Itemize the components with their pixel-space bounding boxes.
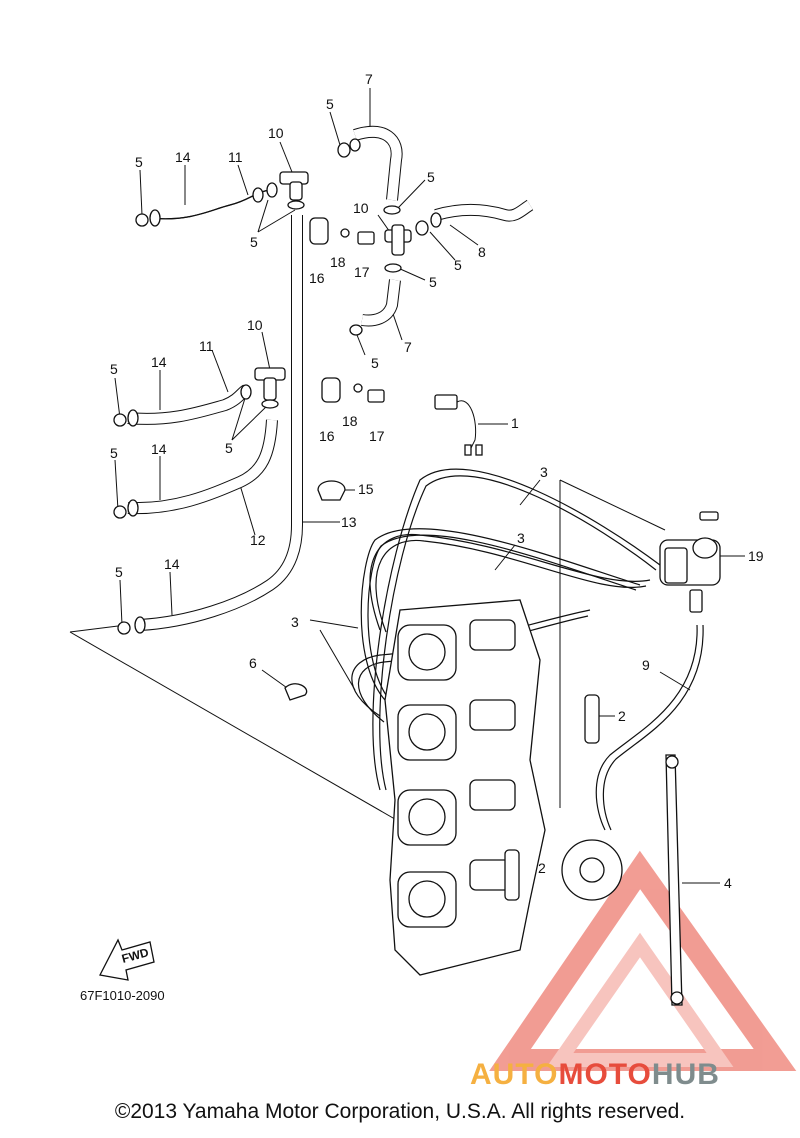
callout-14: 14	[175, 149, 191, 165]
callout-5: 5	[429, 274, 437, 290]
watermark-logo	[489, 850, 797, 1071]
callout-18: 18	[342, 413, 358, 429]
callout-17: 17	[354, 264, 370, 280]
callout-16: 16	[319, 428, 335, 444]
callout-10: 10	[268, 125, 284, 141]
callout-5: 5	[110, 445, 118, 461]
leader-lines	[69, 88, 745, 884]
fwd-label: FWD	[120, 945, 150, 966]
callout-5: 5	[115, 564, 123, 580]
callout-11: 11	[228, 149, 243, 165]
callout-13: 13	[341, 514, 357, 530]
callout-17: 17	[369, 428, 385, 444]
parts	[113, 138, 721, 1006]
engine-block	[384, 599, 546, 976]
callout-3: 3	[517, 530, 525, 546]
callout-15: 15	[358, 481, 374, 497]
callout-4: 4	[724, 875, 732, 891]
callout-11: 11	[199, 338, 214, 354]
callout-labels: 1 2 2 3 3 3 4 5 5 5 5 5 5 5 5 5 5 5 6 7 …	[110, 71, 764, 891]
callout-2: 2	[618, 708, 626, 724]
callout-1: 1	[511, 415, 519, 431]
callout-7: 7	[365, 71, 373, 87]
callout-16: 16	[309, 270, 325, 286]
callout-14: 14	[151, 441, 167, 457]
watermark-part-moto: MOTO	[558, 1058, 652, 1091]
callout-10: 10	[353, 200, 369, 216]
watermark-part-hub: HUB	[651, 1058, 720, 1091]
callout-5: 5	[110, 361, 118, 377]
callout-3: 3	[291, 614, 299, 630]
callout-7: 7	[404, 339, 412, 355]
callout-5: 5	[454, 257, 462, 273]
watermark-part-auto: AUTO	[470, 1058, 559, 1091]
callout-5: 5	[225, 440, 233, 456]
callout-2: 2	[538, 860, 546, 876]
callout-18: 18	[330, 254, 346, 270]
callout-5: 5	[135, 154, 143, 170]
callout-19: 19	[748, 548, 764, 564]
callout-9: 9	[642, 657, 650, 673]
callout-5: 5	[326, 96, 334, 112]
copyright-notice: ©2013 Yamaha Motor Corporation, U.S.A. A…	[114, 1100, 686, 1123]
callout-8: 8	[478, 244, 486, 260]
fwd-arrow-icon: FWD	[99, 938, 155, 981]
callout-3: 3	[540, 464, 548, 480]
callout-10: 10	[247, 317, 263, 333]
callout-14: 14	[151, 354, 167, 370]
callout-12: 12	[250, 532, 266, 548]
callout-5: 5	[427, 169, 435, 185]
callout-5: 5	[371, 355, 379, 371]
callout-6: 6	[249, 655, 257, 671]
callout-14: 14	[164, 556, 180, 572]
watermark-text: AUTOMOTOHUB	[470, 1058, 795, 1092]
callout-5: 5	[250, 234, 258, 250]
hoses	[127, 125, 704, 831]
part-number: 67F1010-2090	[80, 988, 165, 1003]
